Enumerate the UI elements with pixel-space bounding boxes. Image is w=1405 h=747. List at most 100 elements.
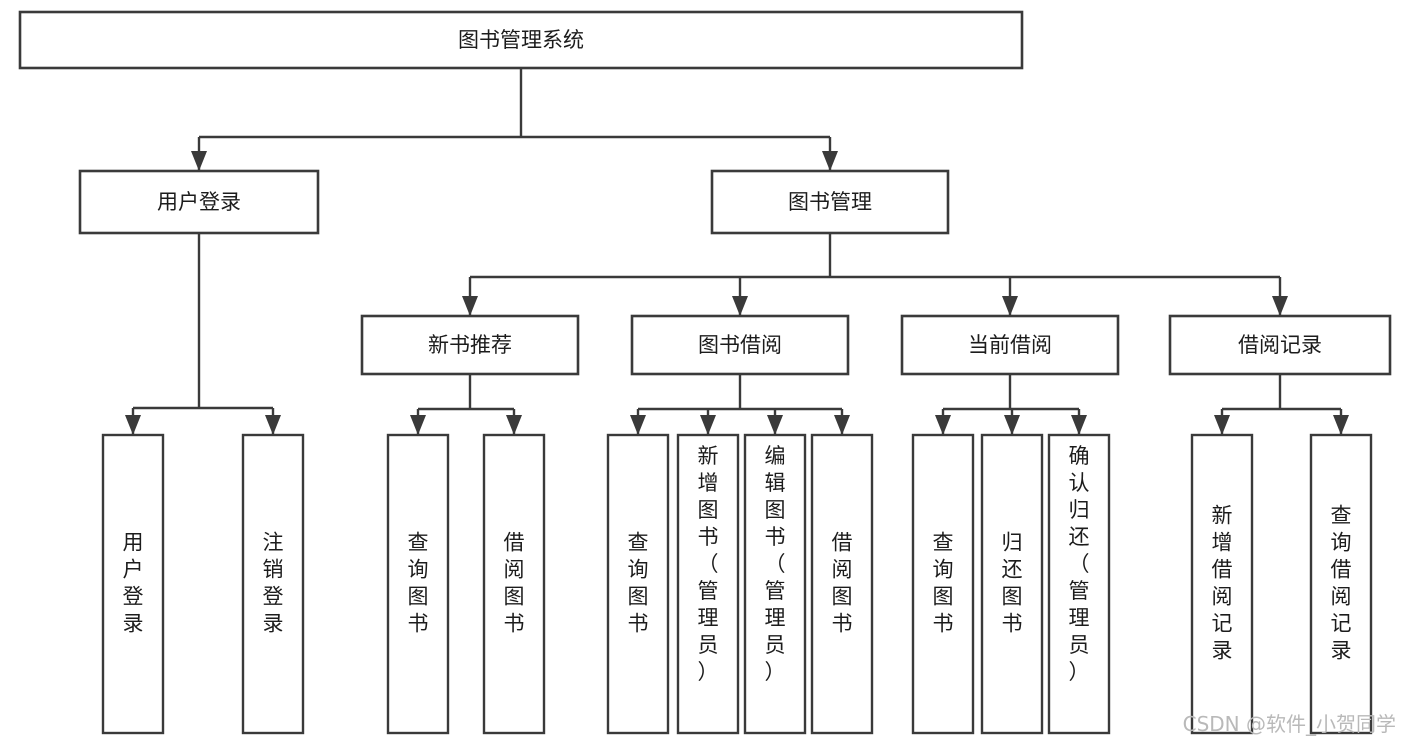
- node-user-login[interactable]: 用户登录: [78, 169, 320, 235]
- node-box: [810, 433, 874, 735]
- node-label-char: （: [1069, 552, 1090, 576]
- csdn-watermark: CSDN @软件_小贺同学: [1183, 712, 1396, 736]
- node-label-char: 阅: [832, 558, 853, 582]
- node-label-char: 查: [408, 531, 429, 555]
- node-box: [980, 433, 1044, 735]
- node-box: [386, 433, 450, 735]
- node-label-char: 书: [933, 612, 954, 636]
- node-label-char: 新: [1212, 504, 1233, 528]
- node-label-char: （: [765, 552, 786, 576]
- node-label-char: 借: [504, 531, 525, 555]
- node-label-char: 书: [698, 525, 719, 549]
- node-box: [1168, 314, 1392, 376]
- node-label-char: 员: [765, 633, 786, 657]
- node-label-char: 书: [832, 612, 853, 636]
- arrow-head-icon: [265, 415, 281, 435]
- node-label-char: 录: [123, 612, 144, 636]
- node-label-char: 新: [698, 444, 719, 468]
- arrow-head-icon: [700, 415, 716, 435]
- node-box: [1047, 433, 1111, 735]
- node-leaf-user-login[interactable]: 用户登录: [101, 433, 165, 735]
- node-label-char: 确: [1069, 444, 1090, 468]
- node-label: 用户登录: [157, 190, 241, 214]
- node-label-char: 询: [408, 558, 429, 582]
- node-label-char: 理: [698, 606, 719, 630]
- node-label-char: 图: [1002, 585, 1023, 609]
- node-label-char: 销: [263, 558, 284, 582]
- node-label-char: 管: [698, 579, 719, 603]
- node-label-char: 员: [698, 633, 719, 657]
- node-label-char: 书: [628, 612, 649, 636]
- node-label: 图书管理系统: [458, 28, 584, 52]
- node-label-char: 阅: [1331, 585, 1352, 609]
- node-label: 图书借阅: [698, 333, 782, 357]
- node-label-char: 图: [628, 585, 649, 609]
- node-box: [1309, 433, 1373, 735]
- node-label-char: 查: [628, 531, 649, 555]
- node-label-char: 图: [933, 585, 954, 609]
- node-label-char: 记: [1331, 612, 1352, 636]
- arrow-head-icon: [834, 415, 850, 435]
- node-box: [1190, 433, 1254, 735]
- node-box: [743, 433, 807, 735]
- node-label-char: 图: [765, 498, 786, 522]
- node-label-char: 借: [1212, 558, 1233, 582]
- node-label-char: 管: [765, 579, 786, 603]
- arrow-head-icon: [822, 151, 838, 171]
- arrow-head-icon: [462, 296, 478, 316]
- node-label: 当前借阅: [968, 333, 1052, 357]
- node-label-char: 书: [504, 612, 525, 636]
- node-label-char: 户: [123, 558, 144, 582]
- node-label: 借阅记录: [1238, 333, 1322, 357]
- node-label-char: 编: [765, 444, 786, 468]
- node-current-borrow[interactable]: 当前借阅: [900, 314, 1120, 376]
- node-label-char: 归: [1069, 498, 1090, 522]
- node-label-char: 查: [933, 531, 954, 555]
- node-label-char: 认: [1069, 471, 1090, 495]
- node-label-char: 理: [765, 606, 786, 630]
- node-new-book-recommend[interactable]: 新书推荐: [360, 314, 580, 376]
- node-label-char: 理: [1069, 606, 1090, 630]
- arrow-head-icon: [935, 415, 951, 435]
- node-label-char: 记: [1212, 612, 1233, 636]
- node-label-char: 询: [1331, 531, 1352, 555]
- node-layer: 图书管理系统用户登录图书管理新书推荐图书借阅当前借阅借阅记录用户登录注销登录查询…: [18, 10, 1392, 735]
- node-borrow-records[interactable]: 借阅记录: [1168, 314, 1392, 376]
- node-label-char: 管: [1069, 579, 1090, 603]
- node-label-char: 还: [1069, 525, 1090, 549]
- arrow-head-icon: [767, 415, 783, 435]
- node-label-char: 借: [832, 531, 853, 555]
- node-box: [101, 433, 165, 735]
- arrow-head-icon: [1002, 296, 1018, 316]
- node-label-char: 询: [933, 558, 954, 582]
- node-label-char: 录: [1212, 639, 1233, 663]
- node-label-char: （: [698, 552, 719, 576]
- node-label-char: 还: [1002, 558, 1023, 582]
- node-label-char: ）: [765, 660, 786, 684]
- node-box: [710, 169, 950, 235]
- arrow-head-icon: [1333, 415, 1349, 435]
- arrow-head-icon: [506, 415, 522, 435]
- node-book-management[interactable]: 图书管理: [710, 169, 950, 235]
- node-label-char: 书: [765, 525, 786, 549]
- arrow-head-icon: [125, 415, 141, 435]
- node-box: [676, 433, 740, 735]
- arrow-head-icon: [1004, 415, 1020, 435]
- node-label: 图书管理: [788, 190, 872, 214]
- node-book-borrow[interactable]: 图书借阅: [630, 314, 850, 376]
- node-label-char: 询: [628, 558, 649, 582]
- node-root[interactable]: 图书管理系统: [18, 10, 1024, 70]
